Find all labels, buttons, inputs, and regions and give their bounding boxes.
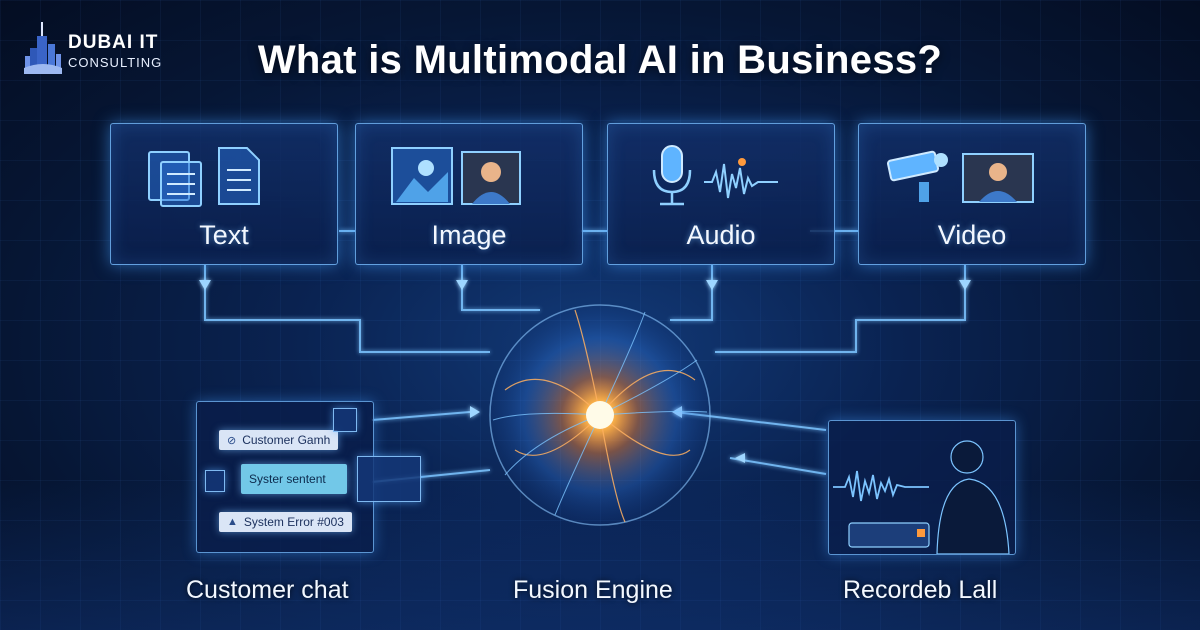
agent-card-icon [357, 456, 421, 502]
modality-card-text: Text [110, 123, 338, 265]
modality-card-audio: Audio [607, 123, 835, 265]
modality-label-video: Video [937, 220, 1007, 250]
link-icon: ⊘ [227, 434, 237, 447]
chat-chip-1: ⊘ Customer Gamh [219, 430, 339, 450]
modality-label-audio: Audio [686, 220, 756, 250]
picture-icon [391, 147, 521, 205]
modality-card-image: Image [355, 123, 583, 265]
chat-chip-3: ▲ System Error #003 [219, 512, 352, 532]
modality-label-image: Image [431, 220, 507, 250]
customer-chat-label: Customer chat [186, 576, 349, 604]
waveform-icon [833, 440, 1010, 555]
modality-label-text: Text [199, 220, 249, 250]
fusion-engine-sphere [489, 304, 711, 526]
fusion-engine-label: Fusion Engine [513, 576, 673, 604]
recorded-call-panel [828, 420, 1016, 555]
brand-logo: DUBAI IT CONSULTING [22, 16, 172, 80]
chat-chip-2: Syster sentent [241, 464, 347, 494]
camera-icon [887, 150, 1034, 203]
brand-subtitle: CONSULTING [68, 55, 163, 70]
user-icon: ▲ [227, 516, 238, 528]
modality-card-video: Video [858, 123, 1086, 265]
document-icon [148, 147, 260, 207]
avatar-icon [205, 470, 225, 492]
microphone-icon [652, 145, 778, 206]
chat-chip-text-1: Customer Gamh [242, 433, 331, 447]
pin-icon [333, 408, 357, 432]
chat-chip-text-2: Syster sentent [249, 472, 326, 486]
brand-name: DUBAI IT [68, 32, 159, 53]
burj-skyline-icon [24, 22, 62, 74]
recorded-call-label: Recordeb Lall [843, 576, 998, 604]
page-title: What is Multimodal AI in Business? [257, 38, 943, 82]
chat-chip-text-3: System Error #003 [243, 515, 344, 529]
customer-chat-panel: ⊘ Customer Gamh Syster sentent ▲ System … [196, 401, 421, 553]
